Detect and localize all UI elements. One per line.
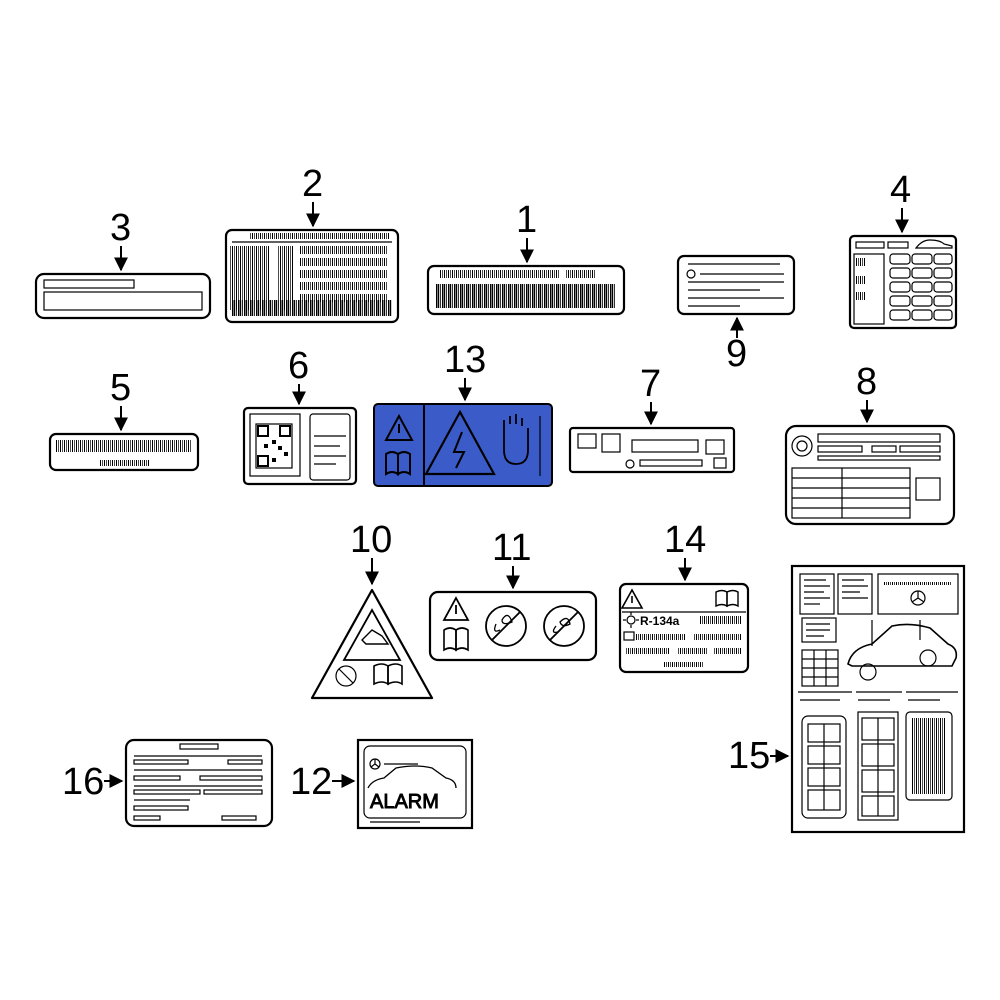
high-voltage-icon	[424, 409, 496, 476]
callout-16: 16	[62, 761, 104, 803]
manual-book-icon	[385, 451, 411, 476]
part-9-info-label	[676, 254, 796, 316]
no-fan-icon	[543, 605, 585, 647]
callout-8: 8	[856, 361, 877, 403]
callout-4: 4	[890, 169, 911, 211]
callout-9: 9	[726, 333, 747, 375]
part-8-emission-label	[784, 424, 956, 526]
callout-5: 5	[110, 367, 131, 409]
warning-triangle-icon	[620, 588, 644, 609]
callout-6: 6	[288, 345, 309, 387]
tire-pressure-grid	[853, 253, 953, 325]
fuse-box-right	[905, 711, 953, 801]
part-2-data-label	[224, 228, 400, 324]
part-4-tire-pressure-label	[848, 234, 958, 330]
fuse-box-left	[801, 715, 847, 819]
star-logo-icon	[369, 758, 381, 770]
refrigerant-type: R-134a	[640, 614, 680, 628]
part-15-fuse-chart	[790, 564, 966, 834]
callout-11: 11	[492, 527, 531, 569]
warning-triangle-icon	[384, 413, 414, 441]
callout-2: 2	[302, 163, 323, 205]
manual-book-icon	[715, 589, 739, 608]
hand-icon	[503, 414, 529, 465]
part-13-high-voltage-label	[373, 403, 553, 487]
manual-book-icon	[443, 627, 469, 652]
part-5-barcode-strip	[48, 432, 200, 472]
part-7-panel-label	[568, 426, 736, 474]
no-fan-icon	[485, 605, 527, 647]
callout-12: 12	[290, 761, 332, 803]
star-logo-icon	[910, 590, 926, 606]
part-14-refrigerant-label: R-134a	[618, 582, 750, 674]
no-entry-icon	[335, 665, 357, 687]
callout-15: 15	[728, 735, 770, 777]
car-silhouette-icon	[847, 620, 958, 681]
warning-triangle-icon	[442, 596, 470, 621]
callout-13: 13	[444, 339, 486, 381]
sun-icon	[623, 612, 639, 628]
callout-1: 1	[516, 199, 537, 241]
part-10-triangle-label	[310, 588, 434, 700]
callout-7: 7	[640, 363, 661, 405]
part-11-fan-warning-label	[428, 590, 598, 662]
part-6-qr-label	[242, 406, 358, 486]
callout-3: 3	[110, 207, 131, 249]
part-3-strip-label	[34, 272, 212, 320]
callout-10: 10	[350, 519, 392, 561]
qr-code-icon	[255, 423, 293, 469]
manual-book-icon	[373, 663, 403, 686]
part-1-barcode-label	[426, 264, 626, 316]
part-16-text-label	[124, 738, 274, 828]
callout-14: 14	[664, 519, 706, 561]
part-12-alarm-label: ALARM	[356, 738, 474, 830]
fuse-box-middle	[857, 711, 899, 821]
alarm-text: ALARM	[370, 791, 439, 813]
